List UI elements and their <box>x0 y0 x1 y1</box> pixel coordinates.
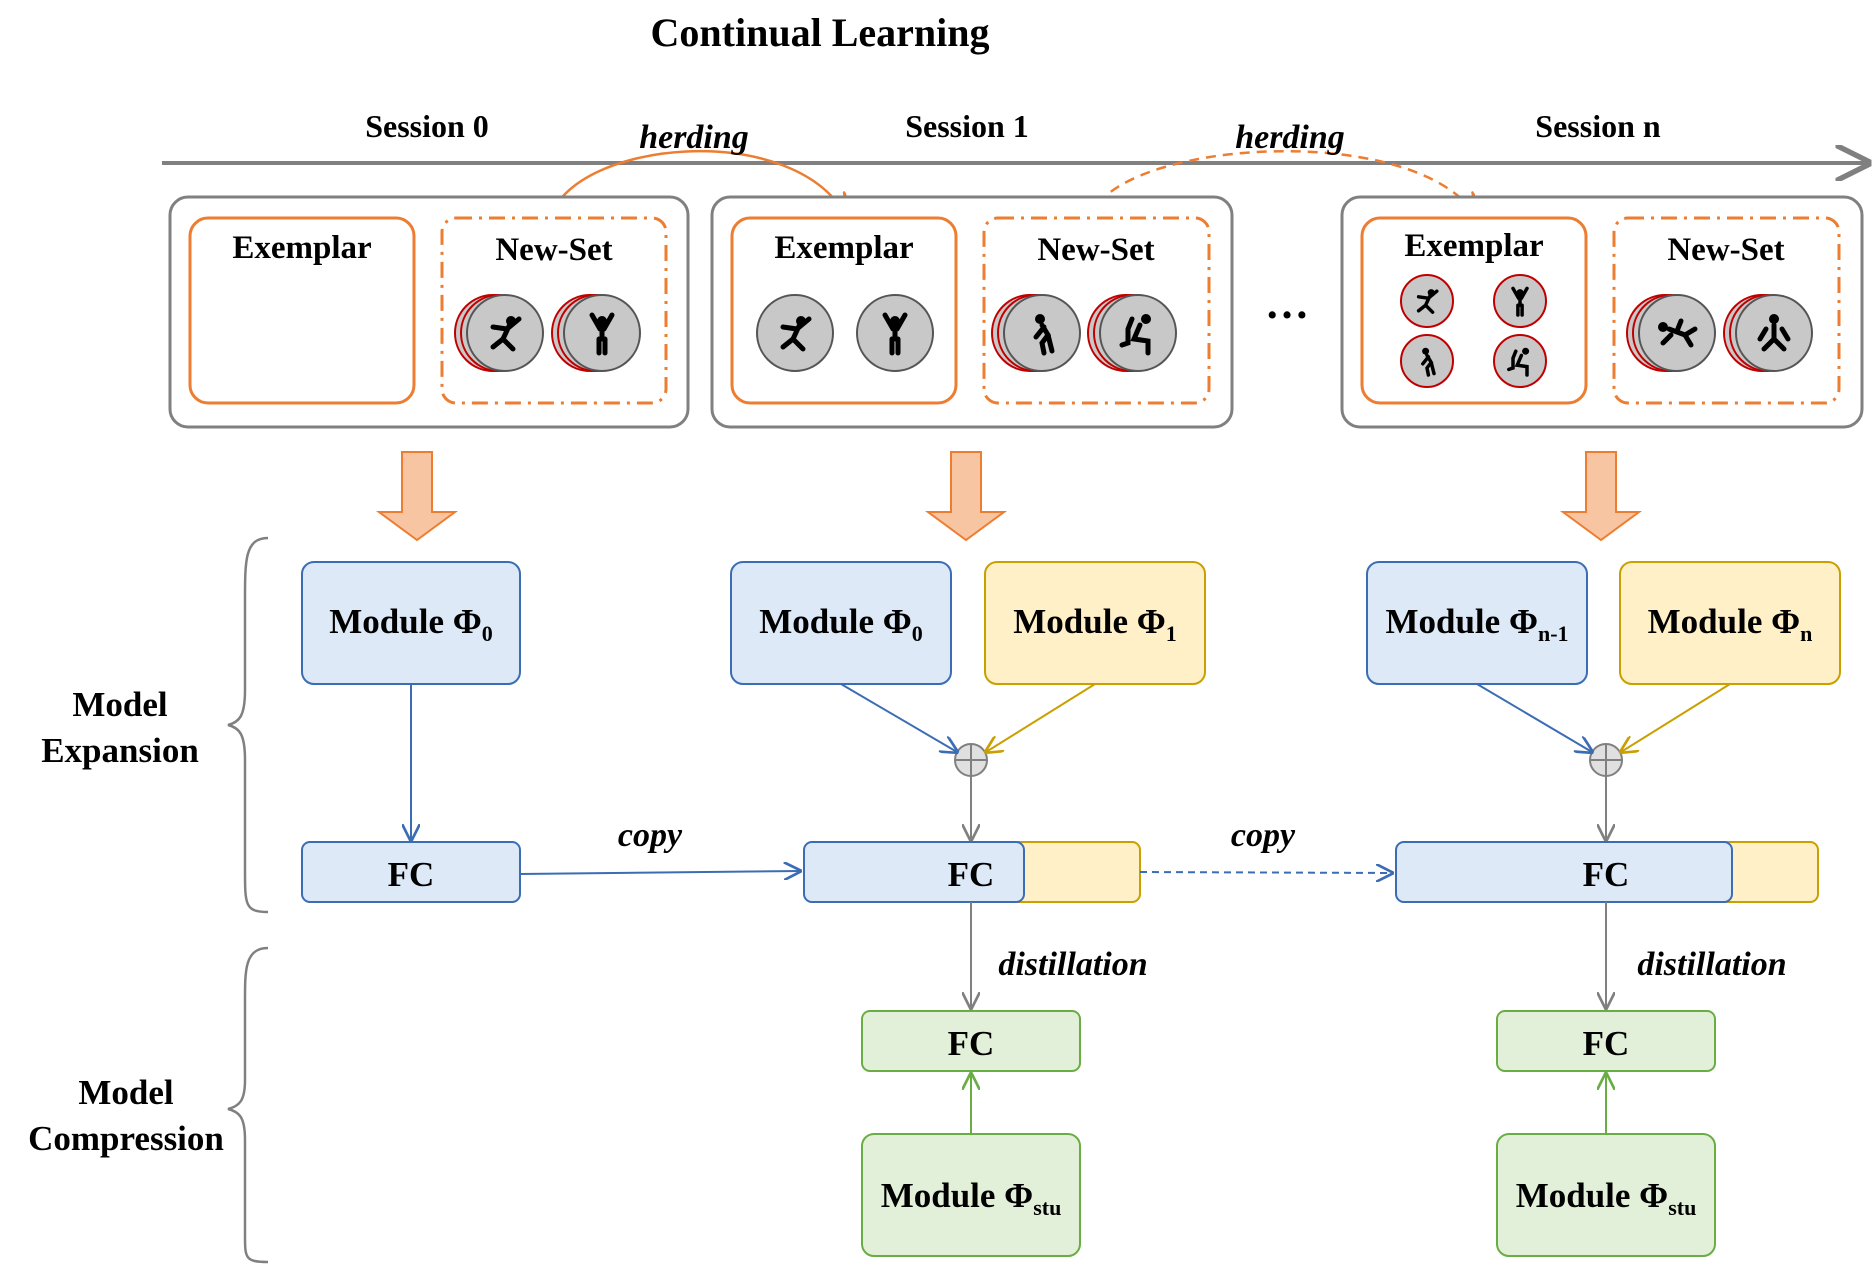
lying-person-icon <box>1626 294 1716 372</box>
svg-text:Module Φn-1: Module Φn-1 <box>1385 602 1568 646</box>
session-n-label: Session n <box>1535 108 1661 144</box>
svg-text:Module Φstu: Module Φstu <box>881 1176 1062 1220</box>
copy-arrow-1 <box>1139 872 1392 873</box>
module-phi0-session1: Module Φ0 <box>730 561 952 685</box>
arrow-phin-to-sum-sessionn <box>1621 683 1731 752</box>
model-compression-label-line-1: Model <box>78 1073 174 1112</box>
svg-text:Module Φ0: Module Φ0 <box>329 602 493 646</box>
model-expansion-label-line-2: Expansion <box>41 731 199 770</box>
session-n-down-arrow <box>1559 451 1643 542</box>
session-1-newset-label: New-Set <box>1037 232 1154 268</box>
module-phin1-sessionn: Module Φn-1 <box>1366 561 1588 685</box>
session-0-down-arrow <box>375 451 459 542</box>
session-1-down-arrow <box>924 451 1008 542</box>
copy-label-1: copy <box>1231 817 1296 854</box>
arrow-phi0-to-sum-session1 <box>840 683 957 752</box>
bending-person-icon <box>991 294 1081 372</box>
student-fc-session1: FC <box>861 1010 1081 1072</box>
sum-node-sessionn <box>1589 743 1623 777</box>
sitting-person-icon <box>1493 334 1547 388</box>
session-0-exemplar-label: Exemplar <box>232 230 371 266</box>
arrow-phi1-to-sum-session1 <box>986 683 1096 752</box>
crouching-person-icon <box>1723 294 1813 372</box>
session-0-newset-label: New-Set <box>495 232 612 268</box>
model-expansion-brace <box>227 536 269 914</box>
session-0-label: Session 0 <box>365 108 489 144</box>
sum-node-session1 <box>954 743 988 777</box>
arms-raised-person-icon <box>1493 274 1547 328</box>
svg-text:FC: FC <box>1583 855 1630 894</box>
session-1-label: Session 1 <box>905 108 1029 144</box>
copy-arrow-0 <box>519 871 800 874</box>
arms-raised-person-icon <box>551 294 641 372</box>
student-fc-sessionn: FC <box>1496 1010 1716 1072</box>
herding-arrow-1 <box>1088 149 1475 218</box>
fc-session1-expanded: FC <box>803 841 1141 903</box>
herding-arrow-0 <box>548 149 845 218</box>
model-compression-brace <box>227 946 269 1264</box>
svg-text:Module Φ0: Module Φ0 <box>759 602 923 646</box>
herding-label-1: herding <box>1235 119 1345 156</box>
module-phi-stu-sessionn: Module Φstu <box>1496 1133 1716 1257</box>
model-compression-label-line-2: Compression <box>28 1119 224 1158</box>
session-n-newset-label: New-Set <box>1667 232 1784 268</box>
svg-text:Module Φ1: Module Φ1 <box>1013 602 1177 646</box>
arms-raised-person-icon <box>856 294 934 372</box>
svg-text:Module Φn: Module Φn <box>1648 602 1813 646</box>
fc-sessionn-expanded: FC <box>1395 841 1819 903</box>
svg-text:Module Φstu: Module Φstu <box>1516 1176 1697 1220</box>
falling-person-icon <box>756 294 834 372</box>
copy-label-0: copy <box>618 817 683 854</box>
diagram-title: Continual Learning <box>651 10 990 55</box>
falling-person-icon <box>454 294 544 372</box>
fc-session0: FC <box>301 841 521 903</box>
bending-person-icon <box>1400 334 1454 388</box>
distillation-label-session1: distillation <box>998 946 1147 983</box>
falling-person-icon <box>1400 274 1454 328</box>
module-phi1-session1: Module Φ1 <box>984 561 1206 685</box>
svg-text:FC: FC <box>948 855 995 894</box>
arrow-phin1-to-sum-sessionn <box>1476 683 1592 752</box>
module-phi-stu-session1: Module Φstu <box>861 1133 1081 1257</box>
session-0-exemplar-box <box>188 216 416 405</box>
ellipsis: … <box>1265 279 1309 328</box>
svg-text:FC: FC <box>948 1024 995 1063</box>
sitting-person-icon <box>1087 294 1177 372</box>
svg-text:FC: FC <box>1583 1024 1630 1063</box>
module-phi0-session0: Module Φ0 <box>301 561 521 685</box>
session-1-exemplar-label: Exemplar <box>774 230 913 266</box>
model-expansion-label-line-1: Model <box>72 685 168 724</box>
distillation-label-sessionn: distillation <box>1637 946 1786 983</box>
session-n-exemplar-label: Exemplar <box>1404 228 1543 264</box>
svg-text:FC: FC <box>388 855 435 894</box>
herding-label-0: herding <box>639 119 749 156</box>
module-phin-sessionn: Module Φn <box>1619 561 1841 685</box>
